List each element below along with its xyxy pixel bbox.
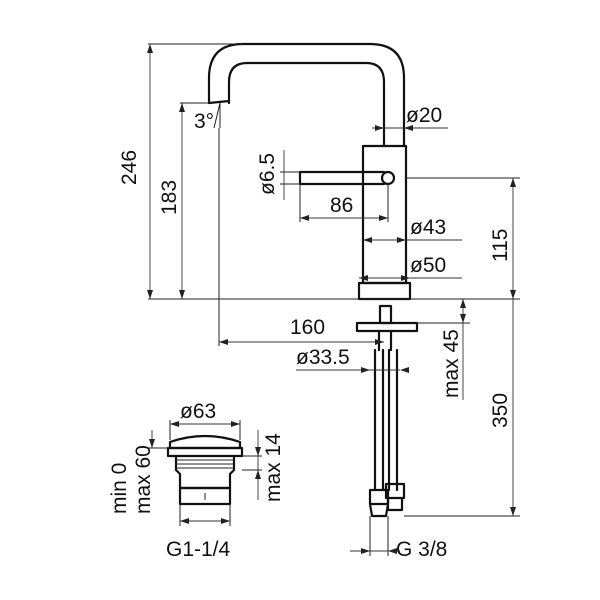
mount-nut [378, 304, 393, 325]
supply-hose-left [373, 348, 385, 492]
waste-body [174, 454, 236, 490]
label-spout-angle: 3° [194, 110, 214, 133]
mount-washer [355, 321, 419, 333]
label-lever-length: 86 [330, 194, 353, 217]
label-connection-hose: G 3/8 [396, 538, 447, 561]
label-waste-stroke-max: max 60 [132, 445, 155, 514]
waste-ribs [176, 459, 234, 469]
faucet-dimensions [147, 43, 520, 556]
spout-tip [207, 99, 231, 105]
lever-pivot [380, 170, 396, 186]
label-height-body: 115 [489, 229, 512, 262]
label-dia-hole: ø33.5 [296, 346, 350, 369]
supply-hose-right [387, 348, 399, 492]
faucet-outline [207, 42, 419, 518]
label-height-total: 246 [118, 150, 141, 185]
waste-thread [178, 486, 232, 506]
label-reach: 160 [290, 316, 325, 339]
faucet-base [357, 281, 412, 301]
label-waste-dia: ø63 [180, 400, 216, 423]
label-hose-length: 350 [489, 393, 512, 428]
label-max-deck: max 45 [440, 329, 463, 398]
faucet-body [361, 144, 408, 285]
label-dia-body: ø43 [410, 216, 446, 239]
mount-shank [377, 329, 393, 352]
label-dia-lever: ø6.5 [256, 153, 279, 195]
waste-flange [166, 446, 244, 458]
waste-outline [166, 434, 244, 506]
waste-cap [168, 434, 242, 450]
spout-inner [227, 61, 386, 148]
hose-fitting-right [384, 482, 406, 512]
label-waste-height: max 14 [262, 433, 285, 502]
label-connection-waste: G1-1/4 [166, 538, 231, 561]
label-waste-stroke-min: min 0 [108, 463, 131, 514]
spout-outer [207, 42, 406, 148]
lever-handle [298, 170, 386, 186]
dimension-labels: 246 183 3° ø20 ø6.5 86 ø43 115 ø50 160 m… [108, 104, 512, 561]
waste-dimensions [148, 420, 262, 526]
label-dia-base: ø50 [410, 254, 446, 277]
label-height-spout: 183 [158, 180, 181, 215]
label-dia-spout: ø20 [406, 104, 442, 127]
